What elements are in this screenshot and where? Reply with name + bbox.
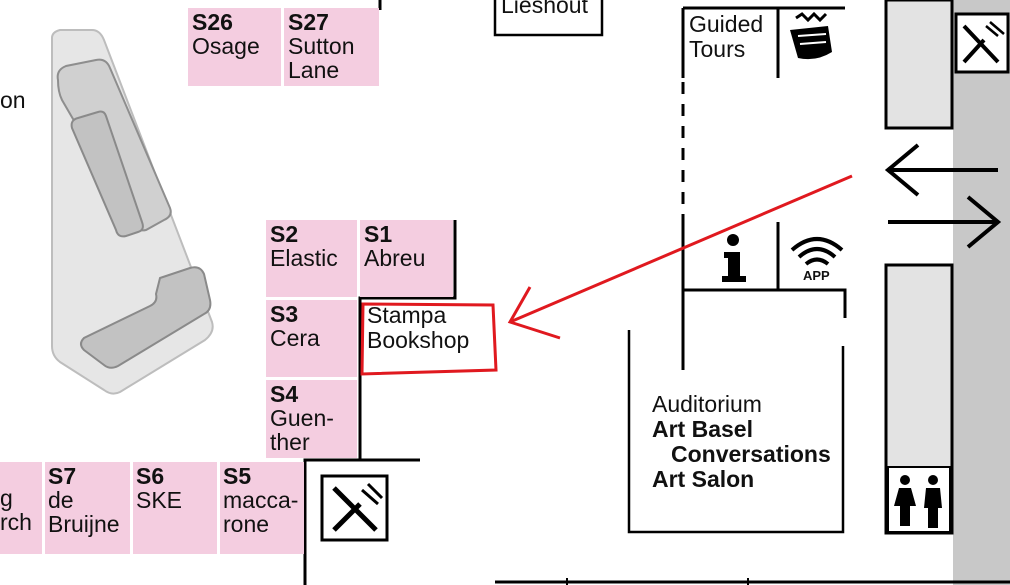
booth-code: S2 (270, 221, 299, 247)
annotation-highlight (360, 174, 853, 376)
right-panel-top (884, 0, 954, 130)
conversations-label: Conversations (671, 441, 831, 467)
booth-name: Abreu (364, 245, 426, 271)
booth-name: de Bruijne (48, 487, 120, 537)
booth-s27[interactable]: S27 Sutton Lane (284, 8, 379, 86)
art-salon-label: Art Salon (652, 466, 755, 492)
stampa-bookshop-label[interactable]: Stampa Bookshop (367, 302, 470, 353)
booth-s1[interactable]: S1 Abreu (360, 220, 453, 297)
right-corridor (953, 0, 1010, 585)
guided-tours-icon (790, 11, 832, 60)
booth-s26[interactable]: S26 Osage (188, 8, 281, 86)
booth-name: Guen- ther (270, 405, 334, 455)
auditorium-label: Auditorium (652, 391, 762, 417)
booth-code: S5 (223, 463, 252, 489)
guided-tours-label[interactable]: Guided Tours (689, 11, 764, 62)
app-label: APP (803, 268, 830, 283)
fork-knife-icon (954, 12, 1010, 74)
arrow-left-icon (884, 143, 998, 197)
booth-code: S7 (48, 463, 77, 489)
booth-s5[interactable]: S5 macca- rone (220, 462, 304, 554)
booth-name: SKE (136, 487, 183, 513)
booth-name: Elastic (270, 245, 338, 271)
auditorium-block[interactable]: Auditorium Art Basel Conversations Art S… (652, 392, 837, 492)
booth-s7[interactable]: S7 de Bruijne (45, 462, 130, 554)
booth-code: S6 (136, 463, 165, 489)
booth-name: Sutton Lane (288, 33, 355, 83)
booth-s6[interactable]: S6 SKE (133, 462, 217, 554)
booth-code: S26 (192, 9, 233, 35)
booth-code: S27 (288, 9, 329, 35)
fork-knife-icon (320, 474, 389, 542)
booth-name: Osage (192, 33, 260, 59)
partial-on-label: on (0, 87, 26, 113)
booth-partial-left[interactable]: g rch (0, 462, 42, 554)
booth-name: g rch (0, 485, 32, 535)
booth-name: Cera (270, 325, 320, 351)
booth-code: S1 (364, 221, 393, 247)
sculpture-plan (51, 29, 214, 395)
booth-name: macca- rone (223, 487, 299, 537)
arrow-right-icon (888, 195, 1002, 249)
booth-code: S4 (270, 381, 299, 407)
booth-s4[interactable]: S4 Guen- ther (266, 380, 357, 458)
booth-s2[interactable]: S2 Elastic (266, 220, 357, 297)
info-icon (722, 234, 746, 282)
wifi-app-icon (790, 237, 844, 266)
booth-s3[interactable]: S3 Cera (266, 300, 357, 377)
art-basel-label: Art Basel (652, 416, 753, 442)
restroom-icon (887, 466, 951, 533)
lieshout-label: Lieshout (501, 0, 588, 18)
booth-code: S3 (270, 301, 299, 327)
